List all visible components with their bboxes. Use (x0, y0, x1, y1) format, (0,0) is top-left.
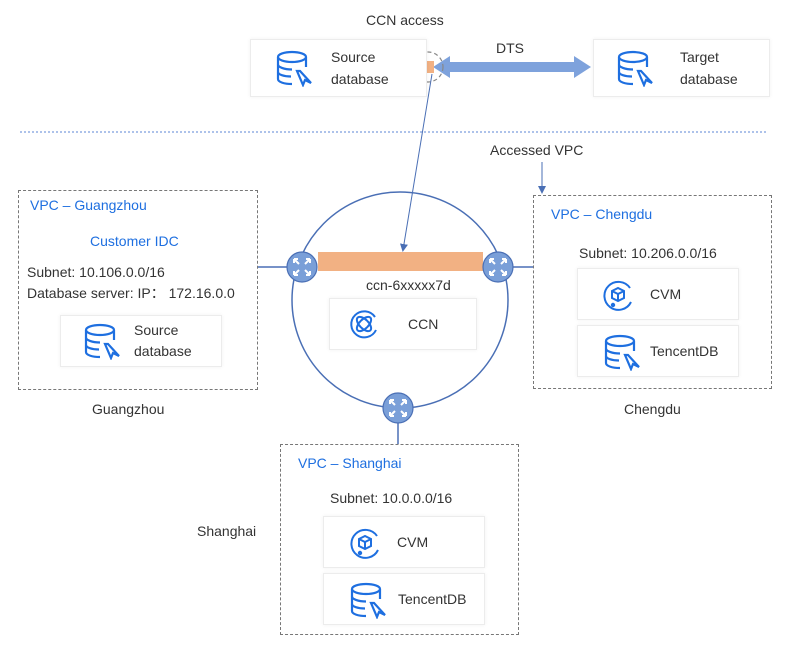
guangzhou-source-database-card[interactable]: Source database (60, 315, 222, 367)
chengdu-subnet: Subnet: 10.206.0.0/16 (579, 245, 717, 261)
vpc-chengdu-title: VPC – Chengdu (551, 206, 653, 222)
router-icon-bottom (382, 392, 414, 424)
target-db-label-line1: Target (680, 49, 719, 65)
top-source-database-card[interactable]: Source database (250, 39, 427, 97)
vpc-guangzhou (18, 190, 258, 390)
shanghai-subnet: Subnet: 10.0.0.0/16 (330, 490, 453, 506)
region-chengdu: Chengdu (624, 401, 681, 417)
database-icon (617, 50, 653, 87)
dts-arrow (433, 56, 591, 78)
chengdu-tencentdb-card[interactable]: TencentDB (577, 325, 739, 377)
ccn-icon (350, 310, 377, 339)
database-icon (276, 50, 312, 87)
vpc-guangzhou-title: VPC – Guangzhou (30, 197, 147, 213)
guangzhou-db-server: Database server: IP： 172.16.0.0 (27, 285, 235, 301)
shanghai-tencentdb-label: TencentDB (398, 591, 467, 607)
access-point-ring (412, 51, 444, 83)
access-point (423, 61, 434, 73)
region-guangzhou: Guangzhou (92, 401, 165, 417)
ccn-access-title: CCN access (366, 12, 444, 28)
cvm-icon (603, 280, 632, 311)
router-icon-left (286, 251, 318, 283)
shanghai-cvm-card[interactable]: CVM (323, 516, 485, 568)
shanghai-cvm-label: CVM (397, 534, 429, 550)
chengdu-tencentdb-label: TencentDB (650, 343, 719, 359)
source-db-label-line2: database (331, 71, 389, 87)
guangzhou-subnet: Subnet: 10.106.0.0/16 (27, 264, 165, 280)
customer-idc-title: Customer IDC (90, 233, 179, 249)
guangzhou-db-line1: Source (134, 322, 179, 338)
ccn-id: ccn-6xxxxx7d (366, 277, 451, 293)
chengdu-cvm-label: CVM (650, 286, 682, 302)
ccn-access-line (400, 73, 433, 252)
cvm-icon (350, 528, 379, 559)
chengdu-cvm-card[interactable]: CVM (577, 268, 739, 320)
guangzhou-db-line2: database (134, 343, 192, 359)
database-icon (350, 582, 386, 619)
top-target-database-card[interactable]: Target database (593, 39, 770, 97)
database-icon (604, 334, 640, 371)
ccn-card[interactable]: CCN (329, 298, 477, 350)
vpc-chengdu (533, 195, 772, 389)
dts-label: DTS (496, 40, 524, 56)
accessed-vpc-label: Accessed VPC (490, 142, 584, 158)
database-icon (84, 323, 120, 360)
ccn-bar (318, 252, 483, 271)
target-db-label-line2: database (680, 71, 738, 87)
ccn-label: CCN (408, 316, 439, 332)
region-shanghai: Shanghai (197, 523, 257, 539)
vpc-shanghai (280, 444, 519, 635)
shanghai-tencentdb-card[interactable]: TencentDB (323, 573, 485, 625)
source-db-label-line1: Source (331, 49, 376, 65)
router-icon-right (482, 251, 514, 283)
vpc-shanghai-title: VPC – Shanghai (298, 455, 402, 471)
